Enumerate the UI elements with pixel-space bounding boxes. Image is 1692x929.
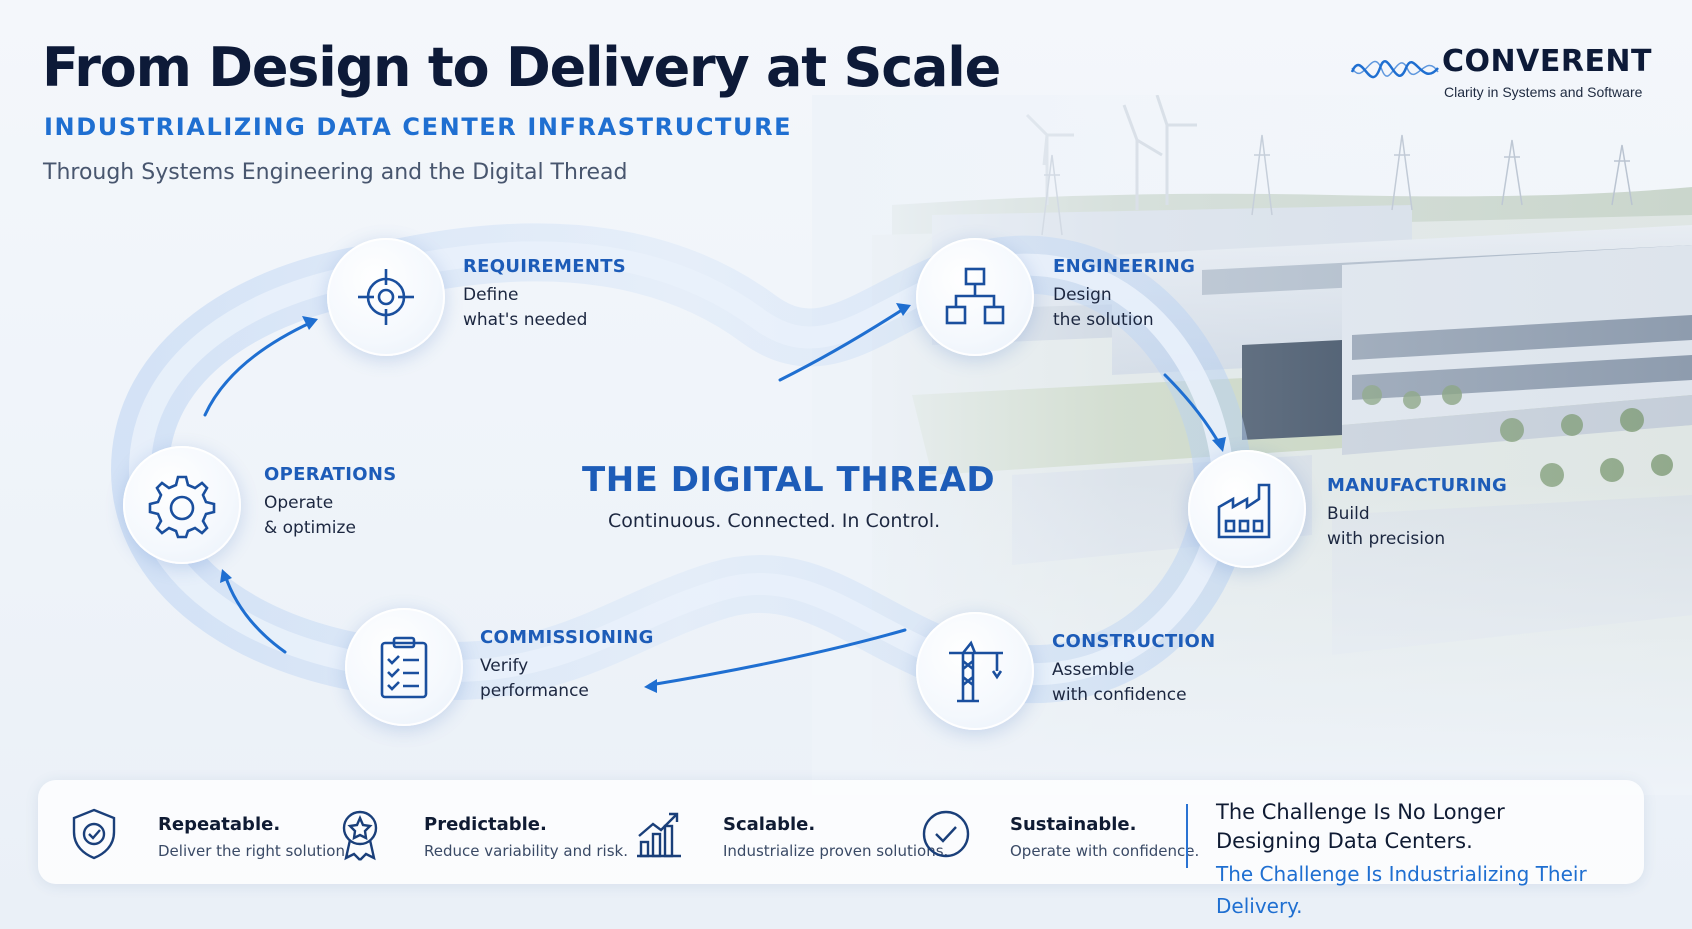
digital-thread-subtitle: Continuous. Connected. In Control. bbox=[608, 510, 941, 532]
flow-arrow-con-to-com bbox=[648, 628, 907, 687]
stage-requirements: REQUIREMENTS Define what's needed bbox=[463, 256, 626, 333]
engineering-node[interactable] bbox=[916, 238, 1034, 356]
stage-title: REQUIREMENTS bbox=[463, 256, 627, 277]
requirements-node[interactable] bbox=[327, 238, 445, 356]
stage-title: OPERATIONS bbox=[264, 464, 397, 485]
page-subtitle: INDUSTRIALIZING DATA CENTER INFRASTRUCTU… bbox=[44, 113, 793, 141]
logo-name: CONVERENT bbox=[1442, 44, 1653, 79]
benefits-footer: Repeatable. Deliver the right solution. … bbox=[38, 780, 1644, 918]
stage-description: Verify performance bbox=[480, 656, 589, 701]
commissioning-node[interactable] bbox=[345, 608, 463, 726]
pillar-title: Predictable. bbox=[424, 814, 547, 835]
shield-check-icon bbox=[72, 808, 116, 860]
stage-title: MANUFACTURING bbox=[1327, 475, 1508, 496]
logo-tagline: Clarity in Systems and Software bbox=[1444, 84, 1643, 100]
pillar-description: Industrialize proven solutions. bbox=[723, 842, 949, 860]
check-circle-icon bbox=[922, 810, 970, 858]
crosshair-icon bbox=[358, 269, 414, 325]
waveform-logo-icon bbox=[1350, 60, 1439, 79]
stage-title: CONSTRUCTION bbox=[1052, 631, 1216, 652]
flow-arrow-req-to-eng bbox=[778, 306, 907, 382]
stage-engineering: ENGINEERING Design the solution bbox=[1053, 256, 1195, 333]
factory-icon bbox=[1217, 483, 1271, 539]
arrowhead-ops-to-req bbox=[302, 316, 318, 330]
pillar-title: Sustainable. bbox=[1010, 814, 1137, 835]
stage-description: Design the solution bbox=[1053, 285, 1154, 330]
page-title: From Design to Delivery at Scale bbox=[42, 36, 1001, 99]
pillar-description: Deliver the right solution. bbox=[158, 842, 350, 860]
flow-arrow-eng-to-mfg bbox=[1163, 373, 1222, 447]
arrowhead-eng-to-mfg bbox=[1212, 437, 1226, 452]
stage-manufacturing: MANUFACTURING Build with precision bbox=[1327, 475, 1507, 552]
pillar-title: Repeatable. bbox=[158, 814, 281, 835]
challenge-line-1: The Challenge Is No Longer bbox=[1216, 800, 1505, 824]
arrowhead-req-to-eng bbox=[896, 303, 911, 316]
clipboard-checklist-icon bbox=[380, 636, 428, 699]
page-tagline: Through Systems Engineering and the Digi… bbox=[43, 160, 628, 185]
manufacturing-node[interactable] bbox=[1188, 450, 1306, 568]
flow-arrow-ops-to-req bbox=[203, 320, 314, 417]
arrowhead-com-to-ops bbox=[220, 569, 232, 583]
stage-commissioning: COMMISSIONING Verify performance bbox=[480, 627, 654, 704]
converent-logo: CONVERENT Clarity in Systems and Softwar… bbox=[1350, 38, 1653, 108]
growth-chart-icon bbox=[637, 812, 681, 858]
stage-operations: OPERATIONS Operate & optimize bbox=[264, 464, 397, 541]
stage-construction: CONSTRUCTION Assemble with confidence bbox=[1052, 631, 1215, 708]
digital-thread-title: THE DIGITAL THREAD bbox=[582, 460, 996, 500]
operations-node[interactable] bbox=[123, 446, 241, 564]
stage-description: Define what's needed bbox=[463, 285, 588, 330]
pillar-description: Reduce variability and risk. bbox=[424, 842, 628, 860]
gear-icon bbox=[148, 475, 216, 539]
stage-description: Assemble with confidence bbox=[1052, 660, 1187, 705]
challenge-line-3: The Challenge Is Industrializing Their D… bbox=[1216, 862, 1587, 918]
crane-icon bbox=[949, 640, 1003, 703]
pillar-title: Scalable. bbox=[723, 814, 816, 835]
pillar-description: Operate with confidence. bbox=[1010, 842, 1200, 860]
stage-title: COMMISSIONING bbox=[480, 627, 654, 648]
stage-title: ENGINEERING bbox=[1053, 256, 1196, 277]
award-star-icon bbox=[342, 810, 378, 861]
challenge-line-2: Designing Data Centers. bbox=[1216, 829, 1473, 853]
arrowhead-con-to-com bbox=[644, 679, 657, 693]
stage-description: Operate & optimize bbox=[264, 493, 356, 538]
footer-divider bbox=[1186, 804, 1188, 868]
challenge-statement: The Challenge Is No Longer Designing Dat… bbox=[1216, 798, 1644, 922]
stage-description: Build with precision bbox=[1327, 504, 1446, 549]
flow-arrow-com-to-ops bbox=[223, 573, 287, 654]
construction-node[interactable] bbox=[916, 612, 1034, 730]
hierarchy-icon bbox=[945, 267, 1005, 325]
